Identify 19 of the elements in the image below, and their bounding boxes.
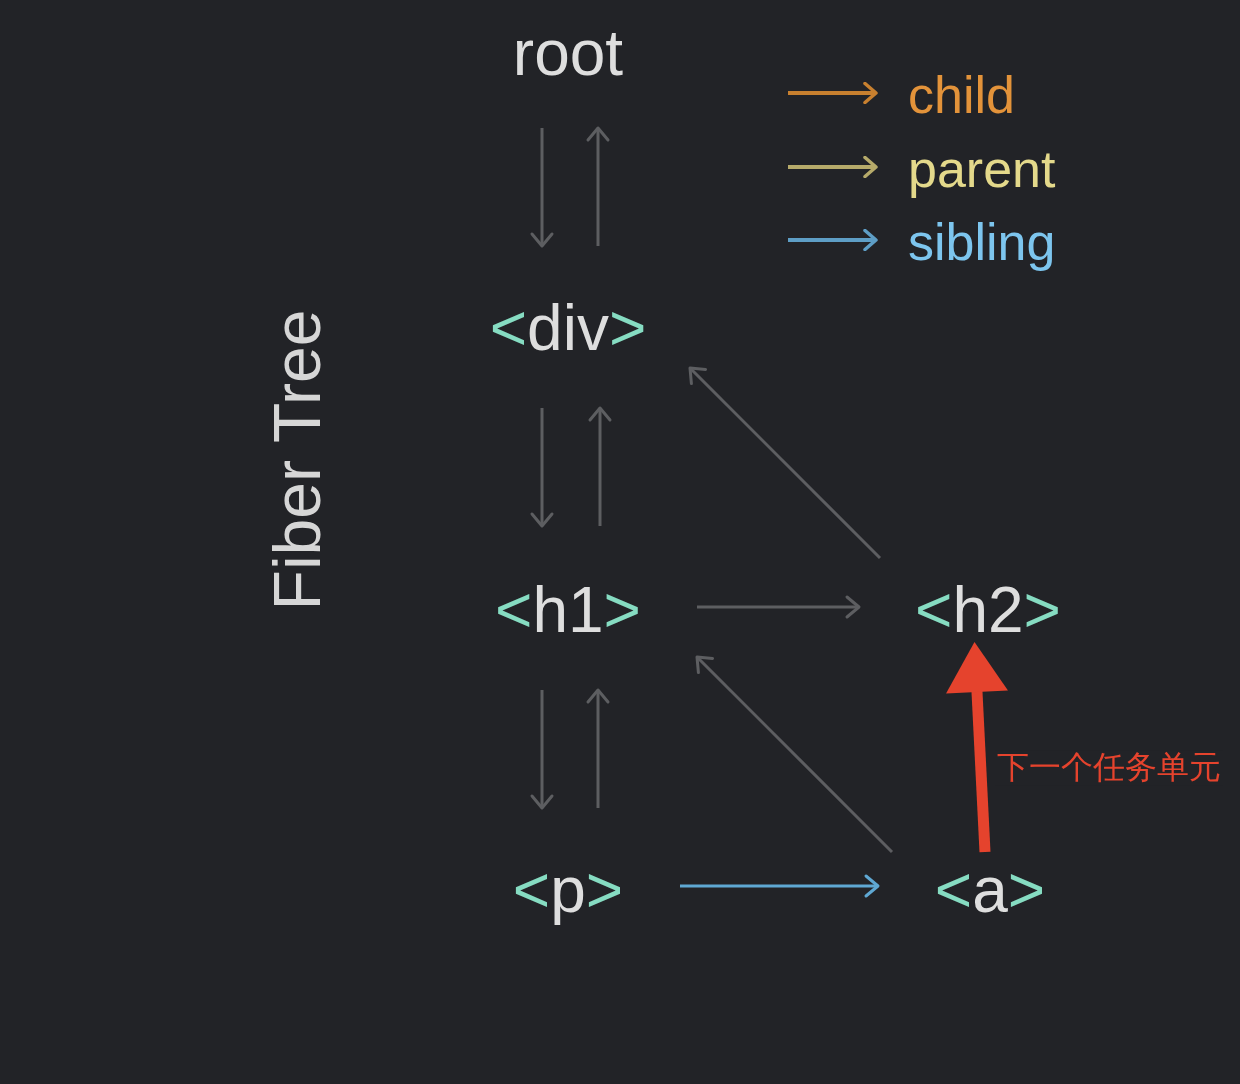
arrow — [530, 408, 554, 528]
arrow — [530, 690, 554, 810]
arrow — [586, 688, 610, 808]
node-label: <h2> — [915, 578, 1061, 642]
node-label: root — [512, 21, 624, 85]
node-label: <h1> — [495, 578, 641, 642]
edge-label: 下一个任务单元 — [995, 750, 1223, 786]
node-label: <a> — [934, 858, 1046, 922]
arrow — [688, 366, 882, 560]
node-label: <div> — [489, 296, 647, 360]
arrow — [697, 595, 861, 619]
legend-label: child — [908, 69, 1015, 121]
diagram-title: Fiber Tree — [264, 309, 330, 611]
arrow — [588, 406, 612, 526]
arrow — [586, 126, 610, 246]
arrow — [530, 128, 554, 248]
arrow — [695, 655, 894, 854]
arrow — [946, 642, 1008, 853]
arrow — [680, 874, 880, 898]
